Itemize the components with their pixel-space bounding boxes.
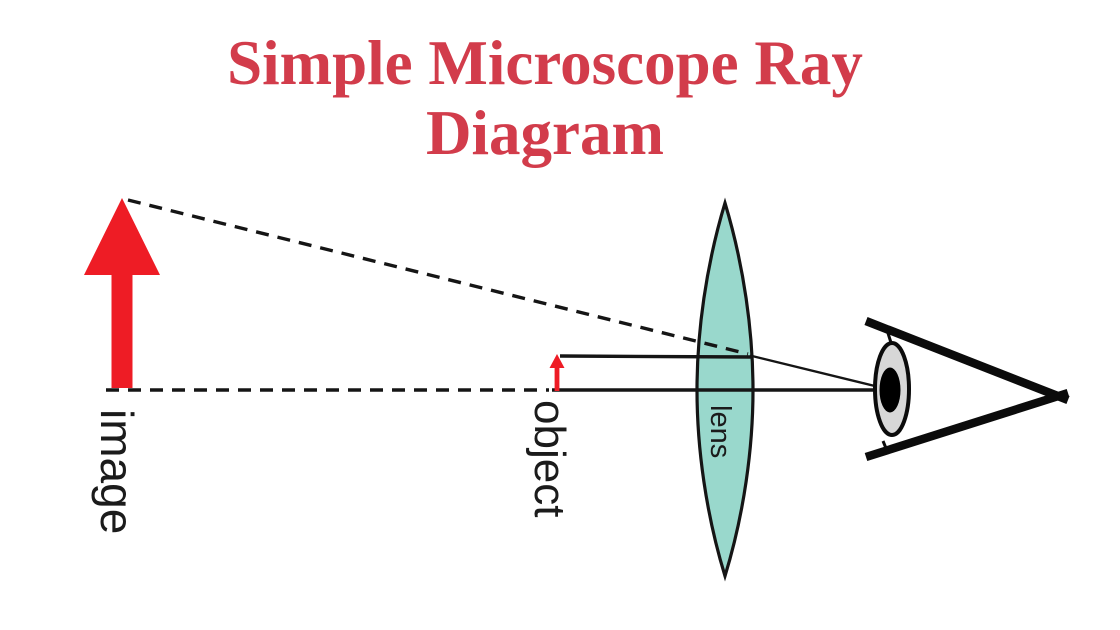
dashed-ray-image-tip <box>127 198 749 356</box>
image-label: image <box>91 409 143 534</box>
eye-pupil <box>879 367 901 413</box>
title-line-2: Diagram <box>426 98 664 168</box>
object-arrow up-arrow-icon <box>549 354 565 391</box>
image-arrow up-arrow-icon <box>84 198 160 388</box>
title-line-1: Simple Microscope Ray <box>227 28 863 98</box>
ray-lens-to-eye <box>749 354 884 390</box>
upper-eyelid-line <box>864 317 1070 404</box>
diagram-title: Simple Microscope Ray Diagram <box>0 28 1090 168</box>
lens-label: lens <box>704 405 736 458</box>
lower-eye-crease-line <box>881 440 890 454</box>
object-label: object <box>525 400 574 517</box>
ray-object-tip-to-lens <box>559 354 753 359</box>
lower-eyelid-line <box>864 388 1070 462</box>
eye-icon <box>864 317 1070 462</box>
